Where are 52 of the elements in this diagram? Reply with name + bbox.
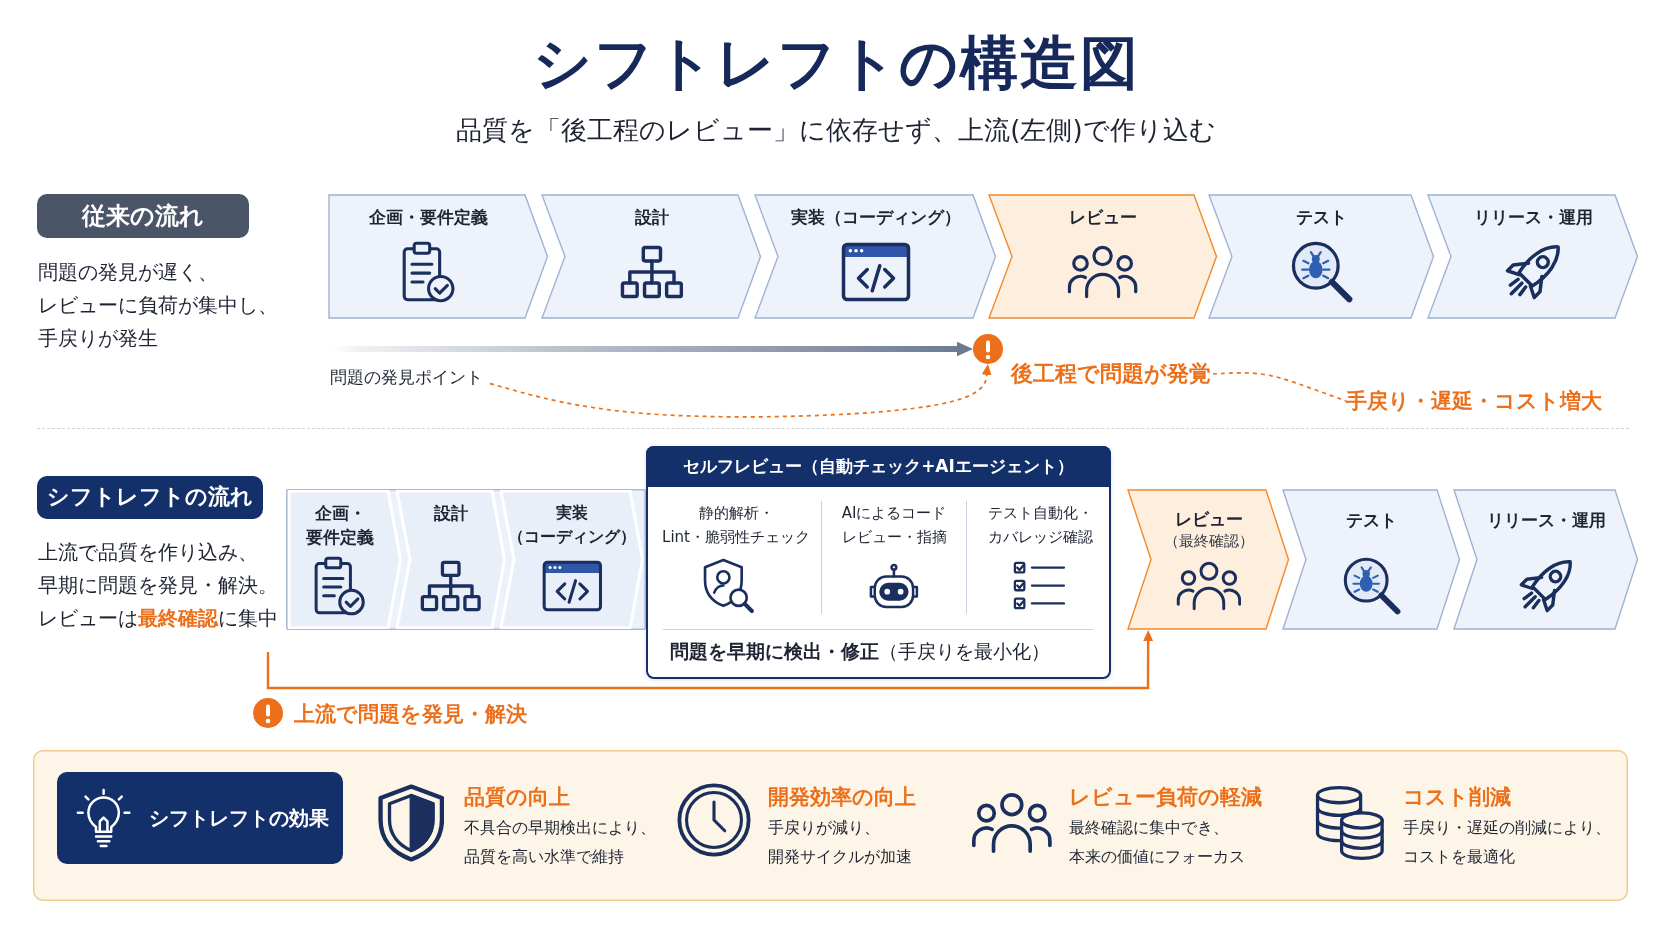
highlight-box [57,772,343,864]
panel-footer-text: 問題を早期に検出・修正（手戻りを最小化） [670,639,1051,664]
check-item-label: テスト自動化・カバレッジ確認 [986,503,1094,548]
process-step [1127,489,1290,630]
process-step [396,490,506,629]
process-step [1453,489,1639,630]
benefit-title: 開発効率の向上 [768,784,917,811]
subtitle: 品質を「後工程のレビュー」に依存せず、上流(左側)で作り込む [455,114,1217,147]
step-label: 実装（コーディング） [789,206,962,228]
process-step [328,194,549,319]
step-label: 設計 [433,502,469,525]
section-badge: シフトレフトの流れ [37,476,263,519]
process-step [288,490,402,629]
arrow [266,630,1154,690]
step-label: 実装（コーディング） [507,502,637,548]
process-step [500,490,644,629]
check-item-label: 静的解析・Lint・脆弱性チェック [661,503,811,548]
step-label: テスト [1295,206,1348,228]
check-item-label: AIによるコードレビュー・指摘 [840,503,948,548]
stage-band [286,489,646,630]
process-step [988,194,1218,319]
step-label: リリース・運用 [1485,509,1607,531]
annotation-text: 手戻り・遅延・コスト増大 [1346,387,1602,415]
annotation-text: 問題の発見ポイント [330,366,490,388]
step-label: 企画・要件定義 [305,502,375,549]
callout-text: 上流で問題を発見・解決 [294,701,528,728]
process-step [1282,489,1461,630]
box-label: シフトレフトの効果 [149,805,330,832]
annotation-text: 後工程で問題が発覚 [1011,360,1213,388]
process-step [541,194,762,319]
step-label: レビュー [1068,206,1138,228]
benefit-text: 不具合の早期検出により、品質を高い水準で維持 [464,817,657,868]
benefit-title: レビュー負荷の軽減 [1069,784,1263,811]
panel-header: セルフレビュー（自動チェック+AIエージェント） [646,446,1111,487]
benefit-title: 品質の向上 [464,784,571,811]
effects-panel [33,750,1628,901]
dashed-arrow [489,364,992,418]
self-review-panel [646,446,1111,679]
warning-icon [973,334,1003,364]
benefit-title: コスト削減 [1403,784,1512,811]
benefit-text: 手戻り・遅延の削減により、コストを最適化 [1403,817,1612,868]
process-step [1427,194,1639,319]
section-badge: 従来の流れ [37,194,249,238]
diagram-title: シフトレフトの構造図 [531,30,1141,96]
process-step [754,194,997,319]
process-step [1208,194,1435,319]
step-sublabel: （最終確認） [1162,531,1255,552]
step-label: テスト [1345,509,1398,531]
step-label: 設計 [633,206,670,228]
step-label: リリース・運用 [1472,206,1594,228]
step-label: 企画・要件定義 [368,206,489,228]
step-label: レビュー [1173,508,1244,530]
